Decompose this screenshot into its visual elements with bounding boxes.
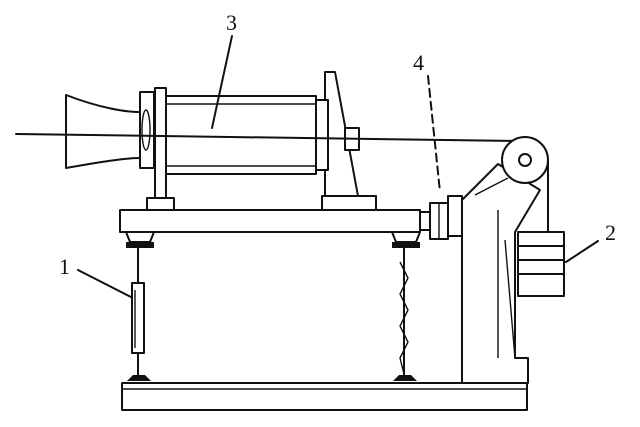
callout-label-1: 1	[59, 254, 70, 279]
pulley	[501, 136, 549, 233]
leader-line-2	[565, 240, 599, 263]
callout-label-4: 4	[413, 50, 424, 75]
engine-mount-rear	[321, 71, 377, 211]
load-cell-sensor	[419, 195, 463, 240]
thrust-axis-line	[15, 133, 521, 142]
leader-line-3	[211, 35, 233, 129]
thrust-platform	[119, 209, 421, 248]
calibration-weights	[517, 231, 565, 297]
leader-line-1	[77, 269, 132, 298]
callout-label-3: 3	[226, 10, 237, 35]
callout-label-2: 2	[605, 220, 616, 245]
flexure-support-2	[399, 247, 409, 381]
leader-line-4	[427, 75, 441, 193]
flexure-support-1	[131, 247, 145, 381]
base-plate	[121, 375, 528, 411]
support-column	[461, 163, 541, 384]
engine-body	[65, 91, 329, 175]
